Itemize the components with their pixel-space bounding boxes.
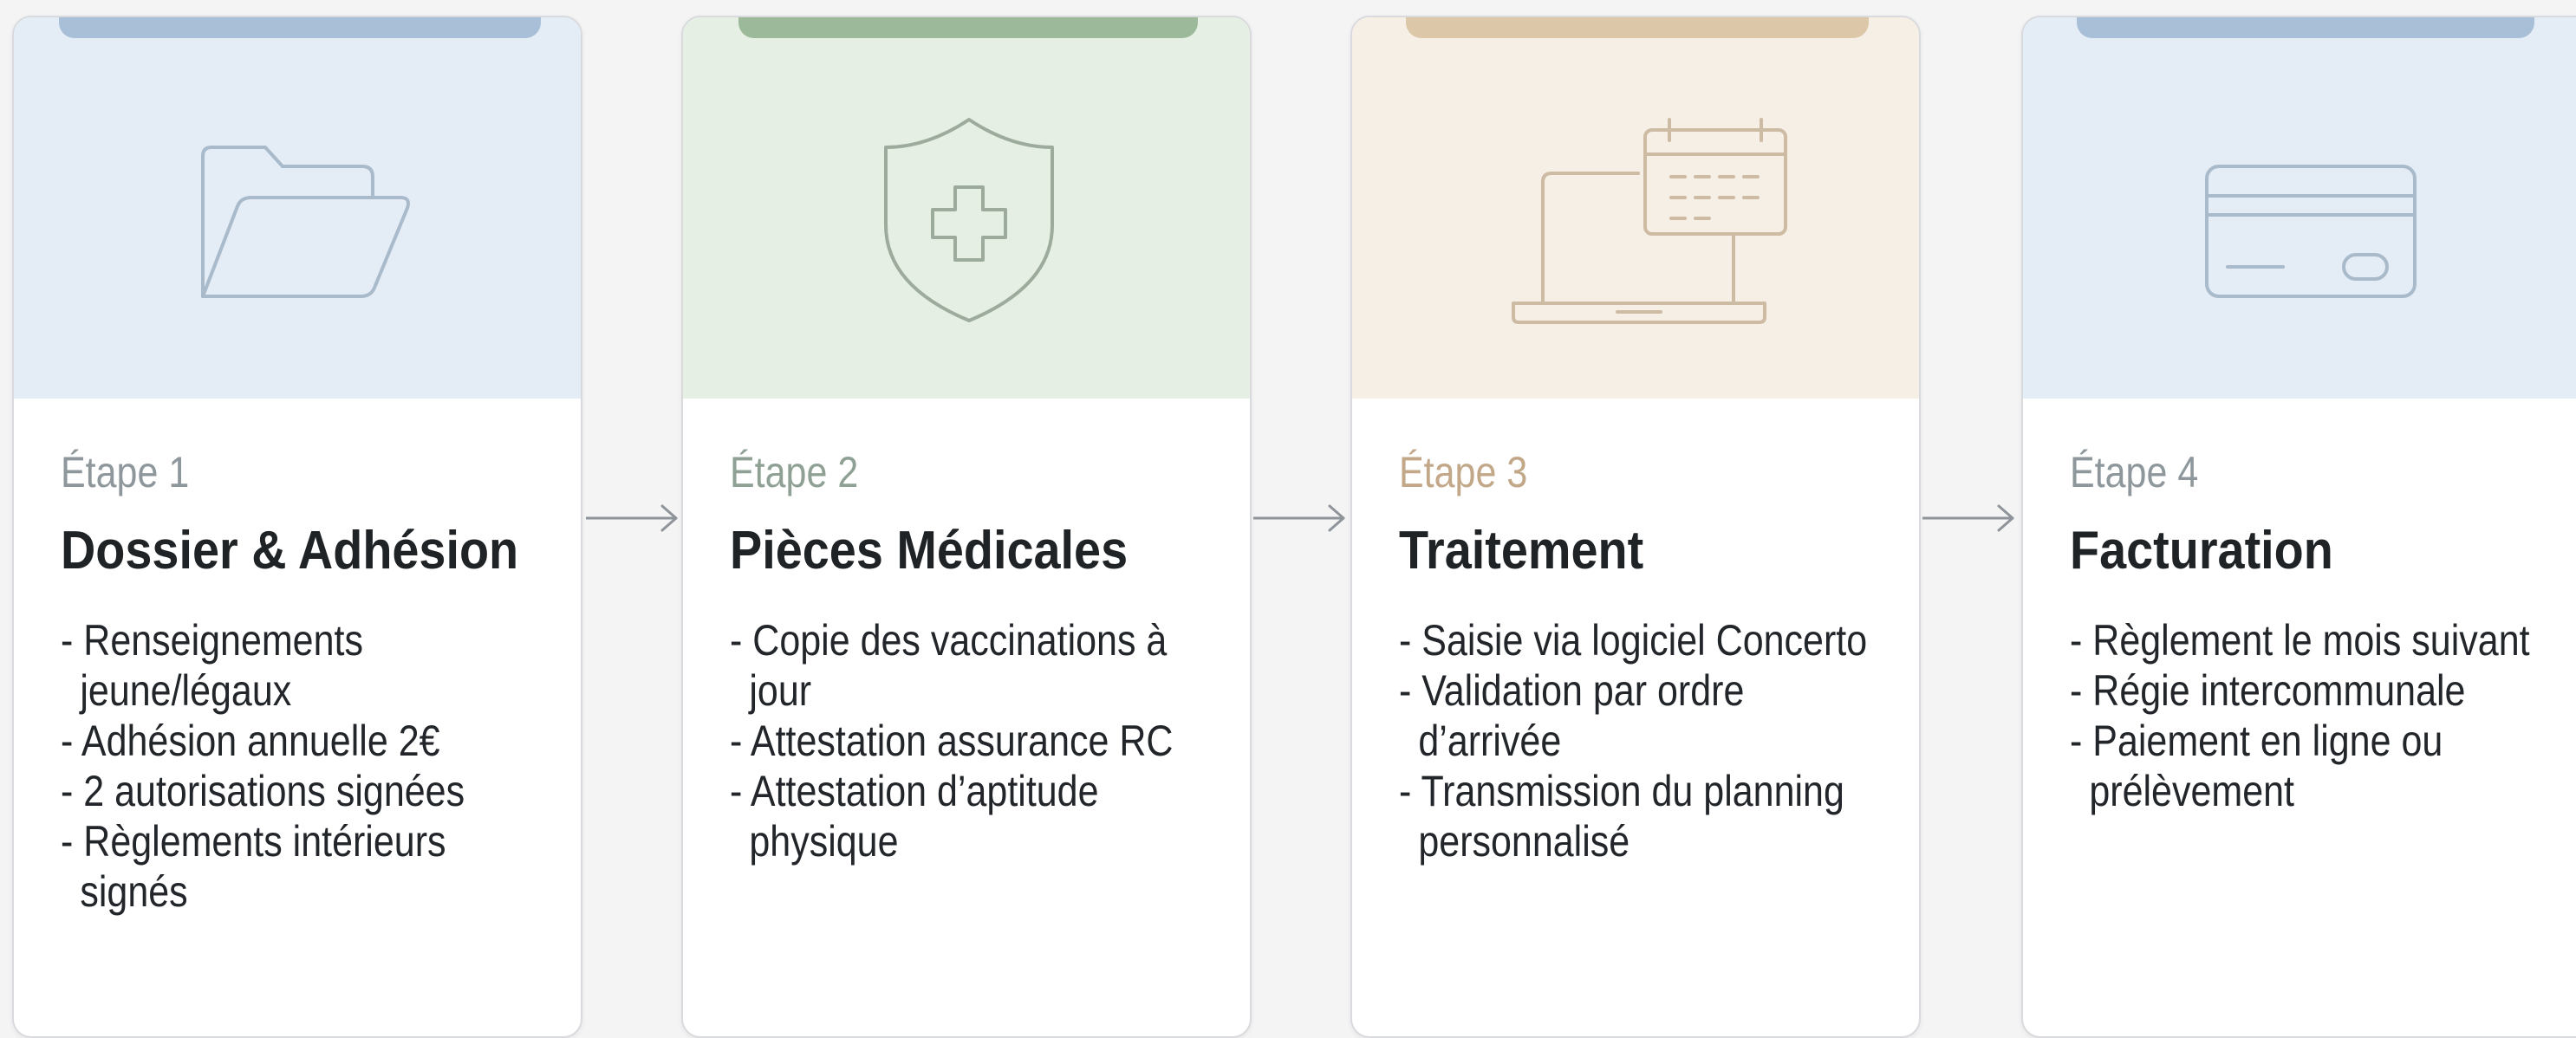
bullet-item: - Adhésion annuelle 2€ xyxy=(61,717,440,765)
laptop-calendar-icon xyxy=(1512,118,1787,324)
step-card-4: Étape 4 Facturation - Règlement le mois … xyxy=(2021,16,2576,1038)
step-title: Pièces Médicales xyxy=(730,521,1129,581)
bullet-item: - Attestation assurance RC xyxy=(730,717,1174,765)
accent-bar xyxy=(738,17,1198,38)
folder-icon xyxy=(201,146,410,298)
accent-bar xyxy=(59,17,541,38)
step-title: Facturation xyxy=(2070,521,2333,581)
bullet-item: - Renseignements jeune/légaux xyxy=(61,616,363,715)
step-title: Traitement xyxy=(1399,521,1644,581)
bullet-item: - Règlements intérieurs signés xyxy=(61,817,446,916)
arrow-right-icon xyxy=(586,504,678,532)
bullet-item: - Validation par ordre d’arrivée xyxy=(1399,666,1745,765)
accent-bar xyxy=(2077,17,2534,38)
step-title: Dossier & Adhésion xyxy=(61,521,519,581)
arrow-right-icon xyxy=(1253,504,1345,532)
bullet-item: - Transmission du planning personnalisé xyxy=(1399,767,1844,866)
card-header-panel xyxy=(2023,17,2576,399)
bullet-list: - Règlement le mois suivant - Régie inte… xyxy=(2070,615,2547,816)
step-label: Étape 2 xyxy=(730,448,859,496)
bullet-item: - Régie intercommunale xyxy=(2070,666,2466,715)
bullet-list: - Copie des vaccinations à jour - Attest… xyxy=(730,615,1207,866)
bullet-item: - Paiement en ligne ou prélèvement xyxy=(2070,717,2443,815)
step-label: Étape 1 xyxy=(61,448,190,496)
bullet-item: - Saisie via logiciel Concerto xyxy=(1399,616,1868,665)
step-label: Étape 3 xyxy=(1399,448,1528,496)
card-header-panel xyxy=(1352,17,1919,399)
shield-cross-icon xyxy=(884,118,1054,322)
bullet-item: - Règlement le mois suivant xyxy=(2070,616,2530,665)
bullet-item: - 2 autorisations signées xyxy=(61,767,465,815)
step-card-1: Étape 1 Dossier & Adhésion - Renseigneme… xyxy=(12,16,582,1038)
bullet-item: - Copie des vaccinations à jour xyxy=(730,616,1168,715)
bullet-list: - Saisie via logiciel Concerto - Validat… xyxy=(1399,615,1876,866)
step-label: Étape 4 xyxy=(2070,448,2199,496)
card-header-panel xyxy=(14,17,581,399)
arrow-right-icon xyxy=(1922,504,2014,532)
bullet-item: - Attestation d’aptitude physique xyxy=(730,767,1099,866)
card-header-panel xyxy=(683,17,1250,399)
step-card-2: Étape 2 Pièces Médicales - Copie des vac… xyxy=(681,16,1252,1038)
bullet-list: - Renseignements jeune/légaux - Adhésion… xyxy=(61,615,537,917)
accent-bar xyxy=(1406,17,1869,38)
step-card-3: Étape 3 Traitement - Saisie via logiciel… xyxy=(1350,16,1921,1038)
credit-card-icon xyxy=(2205,165,2417,298)
